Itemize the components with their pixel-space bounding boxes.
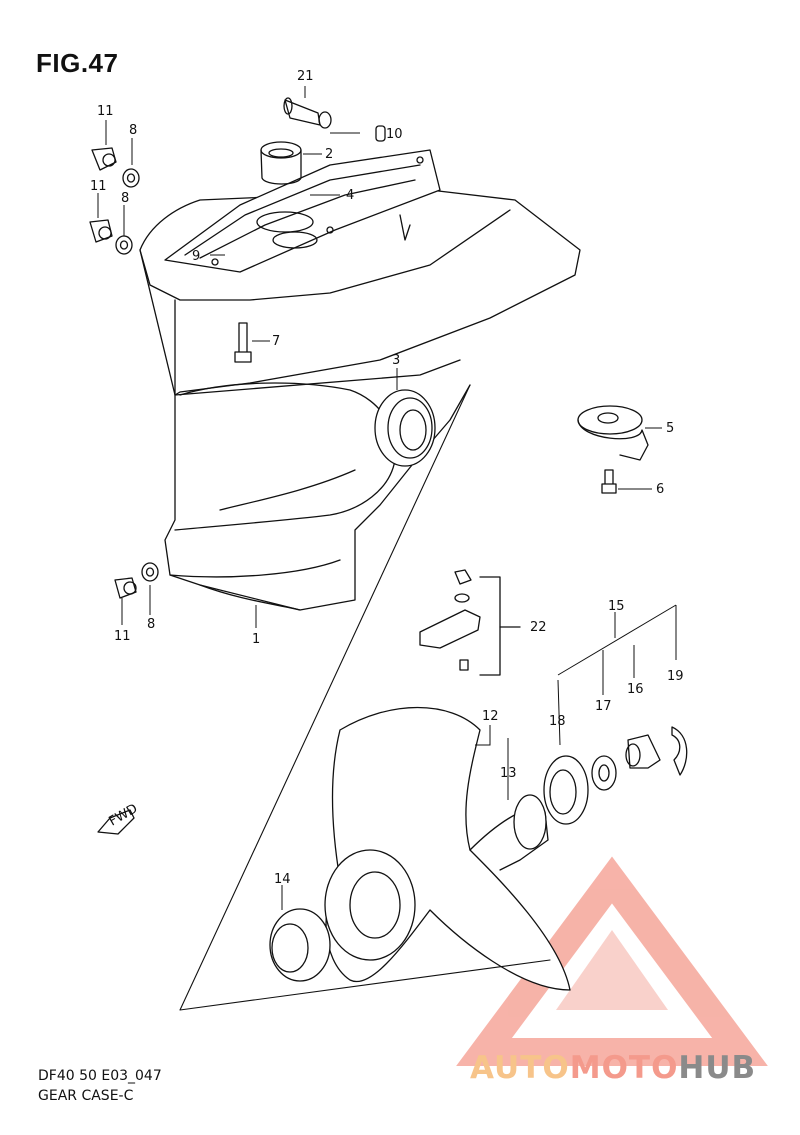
- callout-2: 2: [325, 147, 333, 162]
- callout-12: 12: [482, 709, 499, 724]
- callout-11-c: 11: [114, 629, 131, 644]
- callout-13: 13: [500, 766, 517, 781]
- fwd-arrow-icon: [97, 809, 135, 835]
- callout-8-a: 8: [129, 123, 137, 138]
- brand-hub: HUB: [678, 1050, 757, 1086]
- callout-18: 18: [549, 714, 566, 729]
- callout-11-a: 11: [97, 104, 114, 119]
- callout-5: 5: [666, 421, 674, 436]
- figure-code: DF40 50 E03_047: [38, 1068, 162, 1084]
- bolt-part: [234, 322, 252, 363]
- callout-10: 10: [386, 127, 403, 142]
- callout-labels: 21 10 2 4 11 8 11 8 9 7 3 5 6 11 8 1 22 …: [90, 69, 684, 887]
- callout-21: 21: [297, 69, 314, 84]
- callout-14: 14: [274, 872, 291, 887]
- callout-11-b: 11: [90, 179, 107, 194]
- callout-16: 16: [627, 682, 644, 697]
- bolt-6-part: [601, 469, 617, 494]
- propeller-part: [324, 706, 571, 991]
- pin-part: [283, 97, 332, 129]
- watermark-brand: AUTOMOTOHUB: [470, 1050, 756, 1086]
- spacer-part: [543, 755, 589, 825]
- callout-4: 4: [346, 188, 354, 203]
- callout-6: 6: [656, 482, 664, 497]
- callout-8-c: 8: [147, 617, 155, 632]
- plug-bolt-lower: [114, 562, 159, 599]
- stopper-part: [269, 908, 331, 982]
- callout-17: 17: [595, 699, 612, 714]
- anode-part: [577, 405, 649, 461]
- callout-19: 19: [667, 669, 684, 684]
- callout-9: 9: [192, 249, 200, 264]
- callout-3: 3: [392, 353, 400, 368]
- figure-name: GEAR CASE-C: [38, 1088, 134, 1104]
- gear-case-top-plate: [164, 149, 441, 273]
- propeller-nut-part: [625, 734, 661, 769]
- figure-title: FIG.47: [36, 48, 119, 78]
- plug-bolt-upper: [89, 147, 140, 255]
- callout-8-b: 8: [121, 191, 129, 206]
- callout-22: 22: [530, 620, 547, 635]
- callout-7: 7: [272, 334, 280, 349]
- brand-auto: AUTO: [470, 1050, 570, 1086]
- washer-nut-set: [419, 569, 521, 676]
- washer-part: [591, 755, 617, 791]
- bushing-part: [260, 141, 302, 185]
- oil-seal-part: [374, 389, 436, 467]
- thrust-washer-part: [513, 794, 547, 850]
- dowel-pin-part: [375, 125, 386, 142]
- brand-moto: MOTO: [569, 1050, 679, 1086]
- callout-1: 1: [252, 632, 260, 647]
- cotter-pin-part: [671, 726, 688, 776]
- callout-15: 15: [608, 599, 625, 614]
